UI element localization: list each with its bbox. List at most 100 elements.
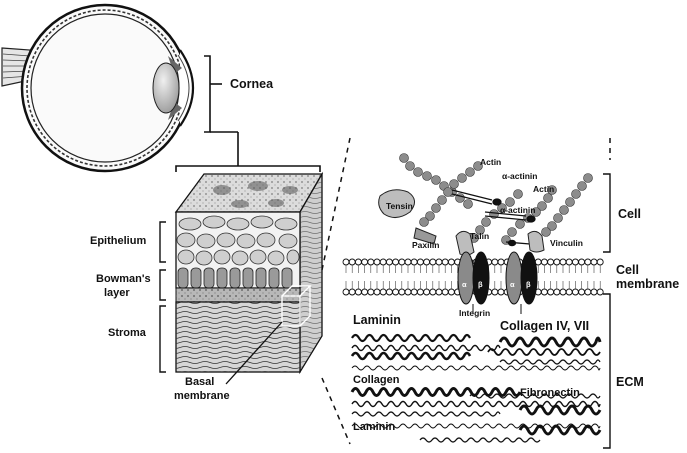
lipid-head bbox=[423, 258, 431, 266]
lipid-head bbox=[416, 288, 424, 296]
lipid-head bbox=[584, 288, 592, 296]
ecm-fiber bbox=[351, 333, 471, 343]
lipid-head bbox=[497, 258, 505, 266]
fibronectin-label: Fibronectin bbox=[520, 387, 580, 399]
lipid-head bbox=[435, 258, 443, 266]
lipid-head bbox=[404, 288, 412, 296]
lipid-head bbox=[447, 258, 455, 266]
lipid-head bbox=[367, 288, 375, 296]
lipid-head bbox=[354, 258, 362, 266]
lipid-head bbox=[540, 288, 548, 296]
ecm-fibers bbox=[350, 333, 602, 443]
lipid-head bbox=[441, 258, 449, 266]
ecm-fiber bbox=[351, 344, 501, 352]
cornea-bracket bbox=[175, 55, 321, 172]
collagen-label: Collagen bbox=[353, 374, 400, 386]
ecm-fiber bbox=[487, 348, 601, 356]
ecm-fiber bbox=[518, 424, 602, 436]
lipid-head bbox=[565, 288, 573, 296]
lipid-head bbox=[578, 288, 586, 296]
lipid-head bbox=[565, 258, 573, 266]
laminin-label-2: Laminin bbox=[353, 421, 396, 433]
actin-label-2: Actin bbox=[533, 184, 555, 194]
lipid-head bbox=[392, 288, 400, 296]
actin-filaments bbox=[399, 153, 593, 249]
lipid-head bbox=[497, 288, 505, 296]
lipid-head bbox=[559, 288, 567, 296]
lipid-head bbox=[379, 288, 387, 296]
integrin-alpha-label-2: α bbox=[510, 280, 515, 289]
lipid-head bbox=[385, 258, 393, 266]
lipid-head bbox=[547, 288, 555, 296]
alpha-actinin-links bbox=[451, 189, 536, 247]
lipid-head bbox=[410, 288, 418, 296]
ecm-fiber bbox=[351, 411, 501, 417]
lipid-head bbox=[540, 258, 548, 266]
lipid-head bbox=[571, 258, 579, 266]
lipid-head bbox=[373, 288, 381, 296]
lipid-head bbox=[553, 288, 561, 296]
eye-illustration bbox=[1, 3, 195, 173]
lipid-head bbox=[379, 258, 387, 266]
integrin-beta-label-1: β bbox=[478, 280, 483, 289]
collagen-iv-vii-label: Collagen IV, VII bbox=[500, 319, 590, 333]
integrin-alpha-label-1: α bbox=[462, 280, 467, 289]
ecm-fiber bbox=[350, 387, 522, 397]
lipid-head bbox=[441, 288, 449, 296]
lipid-head bbox=[559, 258, 567, 266]
lipid-head bbox=[491, 258, 499, 266]
lipid-head bbox=[596, 258, 604, 266]
lipid-head bbox=[361, 288, 369, 296]
lipid-head bbox=[398, 258, 406, 266]
lipid-head bbox=[367, 258, 375, 266]
cornea-label: Cornea bbox=[230, 77, 274, 91]
lipid-head bbox=[590, 288, 598, 296]
lipid-head bbox=[578, 258, 586, 266]
stroma-label: Stroma bbox=[108, 327, 146, 339]
ecm-fiber bbox=[350, 351, 472, 361]
bowmans-label-line2: layer bbox=[104, 287, 130, 299]
tissue-brackets bbox=[159, 221, 166, 373]
lipid-head bbox=[404, 258, 412, 266]
ecm-fiber bbox=[419, 437, 541, 443]
lipid-head bbox=[447, 288, 455, 296]
corneal-tissue-block bbox=[174, 171, 324, 375]
ecm-fiber bbox=[499, 359, 601, 365]
cell-membrane-label-line2: membrane bbox=[616, 277, 680, 291]
lipid-head bbox=[553, 258, 561, 266]
lipid-head bbox=[429, 258, 437, 266]
ecm-region-label: ECM bbox=[616, 375, 644, 389]
lipid-head bbox=[416, 258, 424, 266]
integrin-beta-label-2: β bbox=[526, 280, 531, 289]
lipid-head bbox=[385, 288, 393, 296]
paxilin-label: Paxilin bbox=[412, 240, 440, 250]
lipid-head bbox=[423, 288, 431, 296]
lipid-head bbox=[429, 288, 437, 296]
lipid-head bbox=[354, 288, 362, 296]
lipid-head bbox=[348, 288, 356, 296]
lipid-head bbox=[590, 258, 598, 266]
tensin-label: Tensin bbox=[386, 201, 413, 211]
talin-label: Talin bbox=[470, 231, 490, 241]
vinculin-label: Vinculin bbox=[550, 238, 583, 248]
region-brackets bbox=[603, 173, 611, 449]
lipid-head bbox=[342, 258, 350, 266]
lipid-head bbox=[392, 258, 400, 266]
integrin-dimers bbox=[457, 251, 538, 314]
basal-label-line2: membrane bbox=[174, 390, 230, 402]
lipid-head bbox=[584, 258, 592, 266]
focal-adhesion-proteins bbox=[378, 189, 545, 257]
lipid-head bbox=[342, 288, 350, 296]
ecm-fiber bbox=[469, 393, 601, 399]
cell-region-label: Cell bbox=[618, 207, 641, 221]
lipid-head bbox=[398, 288, 406, 296]
cell-membrane-label-line1: Cell bbox=[616, 263, 639, 277]
lipid-head bbox=[410, 258, 418, 266]
ecm-fiber bbox=[351, 423, 601, 429]
alpha-actinin-label-1: α-actinin bbox=[502, 171, 538, 181]
integrin-label: Integrin bbox=[459, 308, 491, 318]
bowmans-label-line1: Bowman's bbox=[96, 273, 151, 285]
lipid-head bbox=[596, 288, 604, 296]
laminin-label-1: Laminin bbox=[353, 313, 401, 327]
ecm-fiber bbox=[351, 365, 601, 371]
